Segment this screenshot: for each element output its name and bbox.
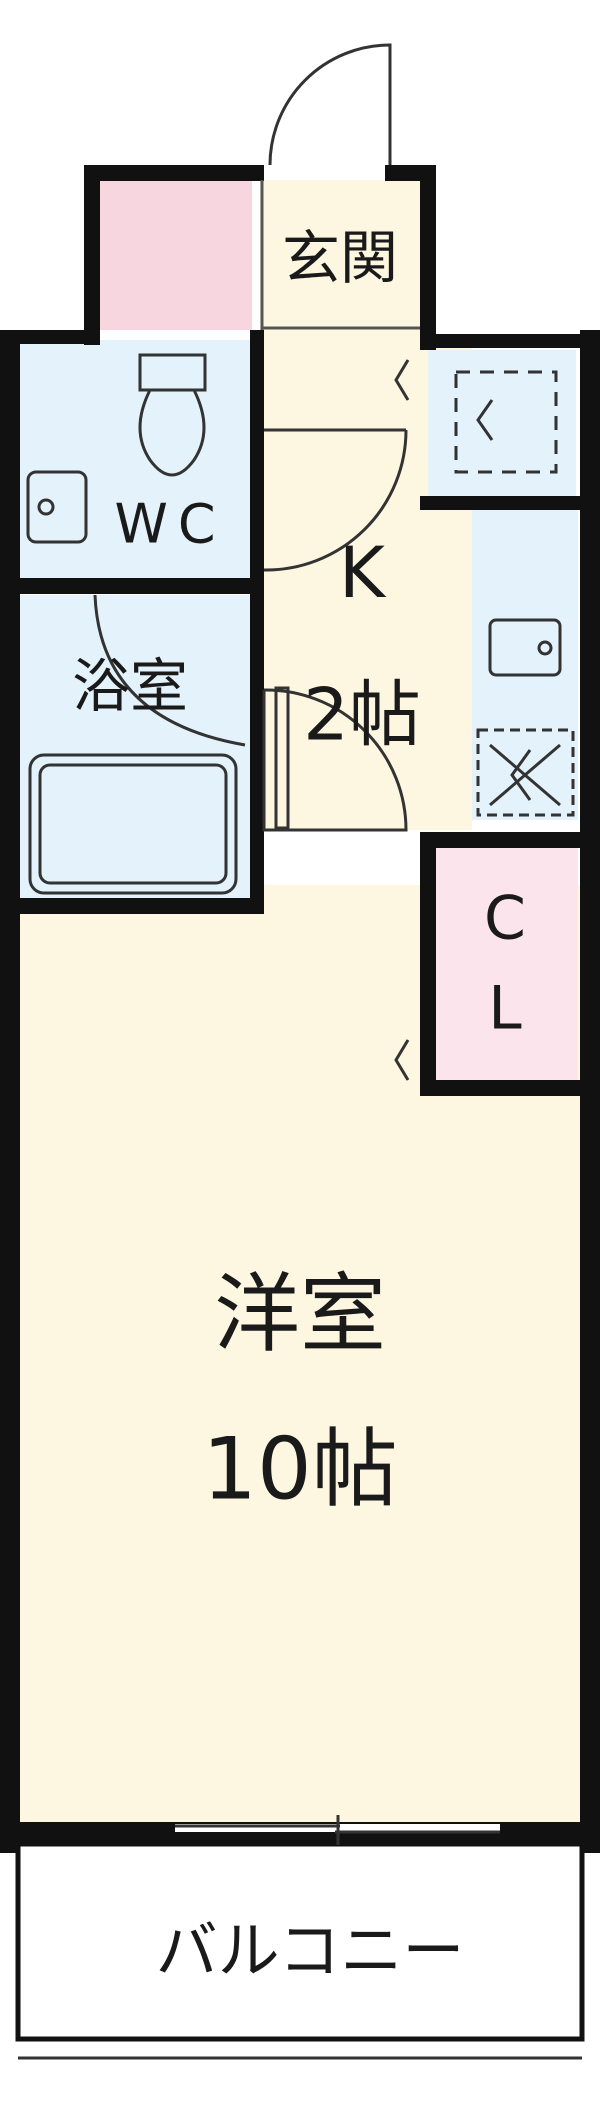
fridge-dash-icon [454,370,558,474]
room-label-kitchen-size: 2帖 [303,673,421,757]
room-label-kitchen-letter: K [339,532,387,614]
balcony-floor [20,1844,580,2044]
bathtub-inner-icon [38,763,228,885]
wc-door-swing [263,428,408,572]
wall-entrance-top-left [84,165,264,181]
room-label-balcony: バルコニー [156,1914,465,1987]
fridge-door-mark-icon [394,359,410,401]
closet-floor [428,845,578,1083]
bath-door-swing [93,594,246,747]
shoe-cabinet [98,180,252,330]
room-label-wc: WC [114,493,225,556]
entrance-floor [260,180,420,340]
entrance-door-swing [268,43,392,166]
wall-left [0,330,20,1853]
fridge-space [428,350,576,500]
room-label-bath: 浴室 [72,652,188,720]
wc-sink-drain-icon [37,498,55,516]
wall-bath-bottom [0,898,264,914]
wall-top-left [0,330,100,344]
wc-sink-icon [26,470,88,544]
wall-closet-bottom [420,1080,600,1096]
wall-closet-left [420,832,436,1092]
room-label-genkan: 玄関 [282,224,398,292]
wc-floor [18,340,254,580]
kitchen-sink-icon [488,618,562,677]
room-label-closet-c: C [484,884,526,954]
wall-closet-top [420,832,600,848]
room-label-western-name: 洋室 [214,1264,386,1364]
bathtub-icon [28,753,238,895]
cross-mark-icon [489,743,561,807]
wall-wc-bottom [0,578,264,594]
wall-shoebox-left [84,165,100,345]
wall-wet-right [250,330,264,910]
bath-floor [18,595,250,905]
kitchen-cabinet-icon [476,728,575,817]
counter-mark-icon [510,749,532,801]
wall-entrance-right [420,165,436,350]
wall-fridge-top [420,334,600,348]
room-label-closet-l: L [488,974,522,1044]
kitchen-label-frame [274,686,290,830]
kitchen-door-swing [262,688,408,832]
balcony-rail [15,1841,585,2042]
room-label-western-size: 10帖 [202,1419,397,1519]
kitchen-drain-icon [537,640,553,656]
wall-fridge-bottom [420,496,600,510]
fridge-mark-icon [476,399,494,441]
toilet-icon [138,353,207,477]
closet-door-mark-icon [394,1039,410,1081]
